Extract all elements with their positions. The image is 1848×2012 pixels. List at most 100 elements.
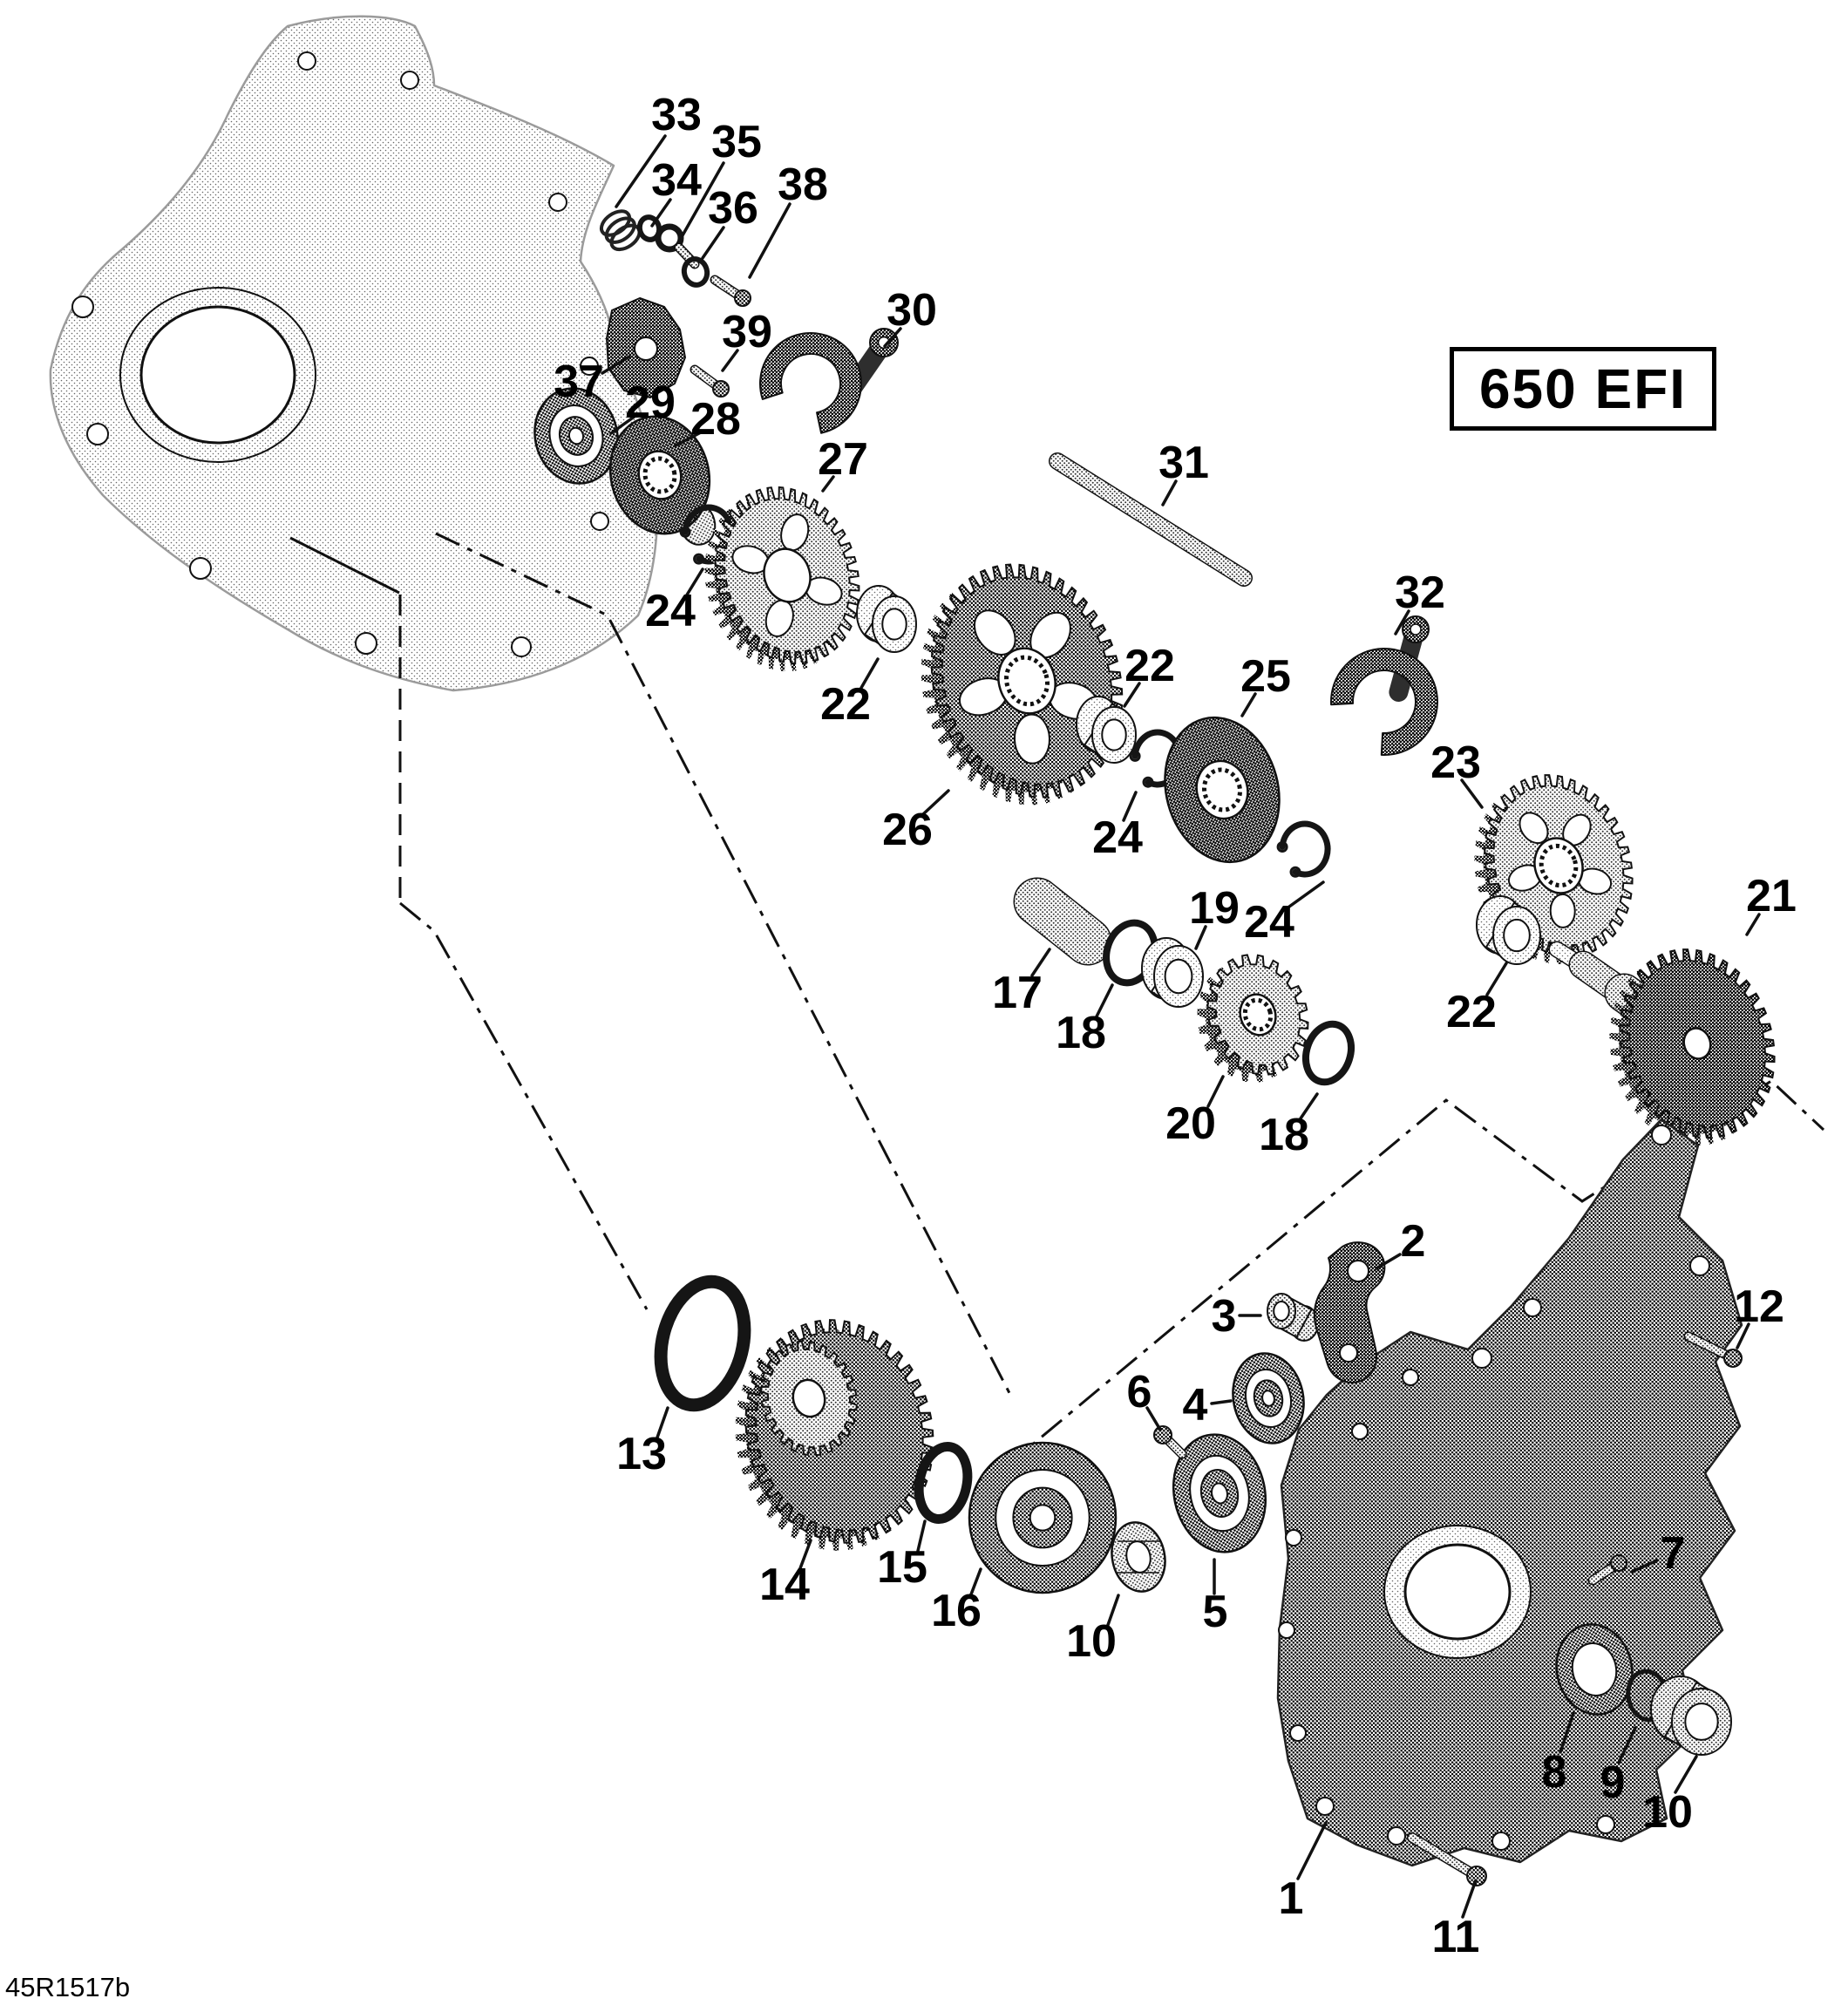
callout-number-3: 3 (1212, 1291, 1237, 1342)
callout-9-41: 9 (1600, 1726, 1637, 1808)
callout-number-7: 7 (1661, 1528, 1686, 1579)
callout-24-20: 24 (1244, 880, 1325, 948)
axis-line-upper-shaft-axis (435, 532, 1011, 1394)
callout-number-24: 24 (1244, 897, 1294, 948)
callout-24-18: 24 (1092, 791, 1143, 863)
callout-number-26: 26 (882, 805, 933, 855)
callout-number-24: 24 (1092, 812, 1143, 863)
leader-line-31 (1161, 479, 1178, 506)
callout-5-33: 5 (1203, 1558, 1228, 1637)
leader-line-24 (1287, 880, 1325, 908)
callout-number-32: 32 (1395, 568, 1445, 618)
leader-line-21 (1745, 913, 1761, 936)
callout-22-14: 22 (820, 657, 880, 730)
leader-line-32 (1394, 609, 1410, 636)
part-cover-right (1276, 1118, 1743, 1867)
callout-11-44: 11 (1432, 1879, 1479, 1962)
part-fork-32 (1330, 615, 1438, 756)
part-gear-14-pinion (760, 1340, 858, 1457)
part-shift-shaft-31 (1049, 452, 1253, 587)
callout-number-14: 14 (759, 1560, 810, 1610)
leader-line-22 (859, 657, 880, 690)
callout-4-35: 4 (1183, 1380, 1233, 1431)
callout-35-1: 35 (681, 117, 762, 237)
callout-number-29: 29 (625, 377, 676, 428)
callout-27-10: 27 (818, 434, 868, 493)
part-oring-13 (654, 1274, 751, 1412)
part-oring-18b (1302, 1020, 1355, 1086)
callout-number-30: 30 (887, 285, 937, 336)
leader-line-34 (650, 198, 672, 228)
leader-line-2 (1375, 1253, 1402, 1270)
part-bushing-22b (1076, 696, 1137, 764)
callout-number-5: 5 (1203, 1587, 1228, 1637)
leader-line-22 (1123, 682, 1141, 708)
figure-code: 45R1517b (5, 1972, 131, 2002)
leader-line-18 (1095, 983, 1114, 1018)
leader-line-6 (1145, 1406, 1162, 1431)
callout-24-13: 24 (645, 568, 704, 636)
part-seal-8 (1555, 1623, 1634, 1716)
leader-line-22 (1485, 962, 1508, 996)
callout-36-3: 36 (701, 183, 758, 260)
callout-7-39: 7 (1630, 1528, 1686, 1579)
callout-number-35: 35 (711, 117, 762, 167)
part-bolt-11 (1407, 1832, 1487, 1886)
part-screw-6 (1153, 1425, 1187, 1459)
leader-line-10 (1674, 1755, 1698, 1794)
callout-30-7: 30 (883, 285, 937, 348)
part-bolt-39 (690, 364, 730, 398)
axis-line-output-shaft-axis (1003, 1079, 1825, 1470)
part-roller-17 (1013, 877, 1112, 966)
callout-6-34: 6 (1127, 1367, 1162, 1431)
part-bushing-19 (1141, 937, 1204, 1008)
leader-line-35 (681, 161, 725, 237)
callout-number-13: 13 (616, 1429, 667, 1479)
leader-line-27 (821, 475, 835, 493)
part-fork-30 (759, 328, 899, 434)
callout-14-29: 14 (759, 1539, 812, 1610)
part-pawl-37 (606, 297, 686, 398)
part-bearing-5 (1172, 1433, 1267, 1553)
leader-line-33 (615, 134, 667, 208)
part-bushing-22c (1476, 895, 1541, 965)
part-washer-34 (636, 214, 662, 242)
callout-12-38: 12 (1734, 1281, 1784, 1349)
leader-line-28 (674, 431, 703, 447)
callout-17-23: 17 (992, 948, 1051, 1018)
part-circlip-24c (1276, 820, 1331, 878)
leader-line-39 (721, 349, 739, 372)
callout-number-27: 27 (818, 434, 868, 485)
leader-line-15 (916, 1519, 927, 1553)
leader-line-17 (1030, 948, 1051, 977)
callout-22-21: 22 (1446, 962, 1508, 1037)
part-washer-36 (681, 256, 710, 288)
callout-39-6: 39 (721, 307, 772, 372)
callout-21-22: 21 (1745, 871, 1797, 936)
callout-22-17: 22 (1123, 641, 1175, 708)
part-nut-10-left (1111, 1521, 1166, 1593)
callout-38-4: 38 (748, 160, 828, 279)
callout-number-36: 36 (708, 183, 758, 234)
callout-number-22: 22 (1446, 987, 1497, 1037)
part-bolt-38 (710, 275, 751, 307)
callout-18-24: 18 (1056, 983, 1114, 1058)
leader-line-13 (656, 1406, 669, 1439)
callout-number-31: 31 (1158, 438, 1209, 488)
callout-number-2: 2 (1401, 1216, 1426, 1267)
callout-number-17: 17 (992, 968, 1043, 1018)
part-gear-27 (704, 486, 860, 671)
part-bearing-16 (968, 1441, 1118, 1594)
axis-line-housing-align-solid (289, 536, 400, 595)
callout-number-16: 16 (931, 1586, 982, 1636)
callout-number-10: 10 (1066, 1616, 1117, 1667)
callout-16-31: 16 (931, 1567, 982, 1636)
callout-number-18: 18 (1259, 1110, 1309, 1160)
leader-line-23 (1460, 778, 1484, 809)
callout-number-9: 9 (1600, 1757, 1626, 1808)
leader-line-18 (1299, 1092, 1319, 1120)
leader-line-25 (1240, 692, 1257, 717)
